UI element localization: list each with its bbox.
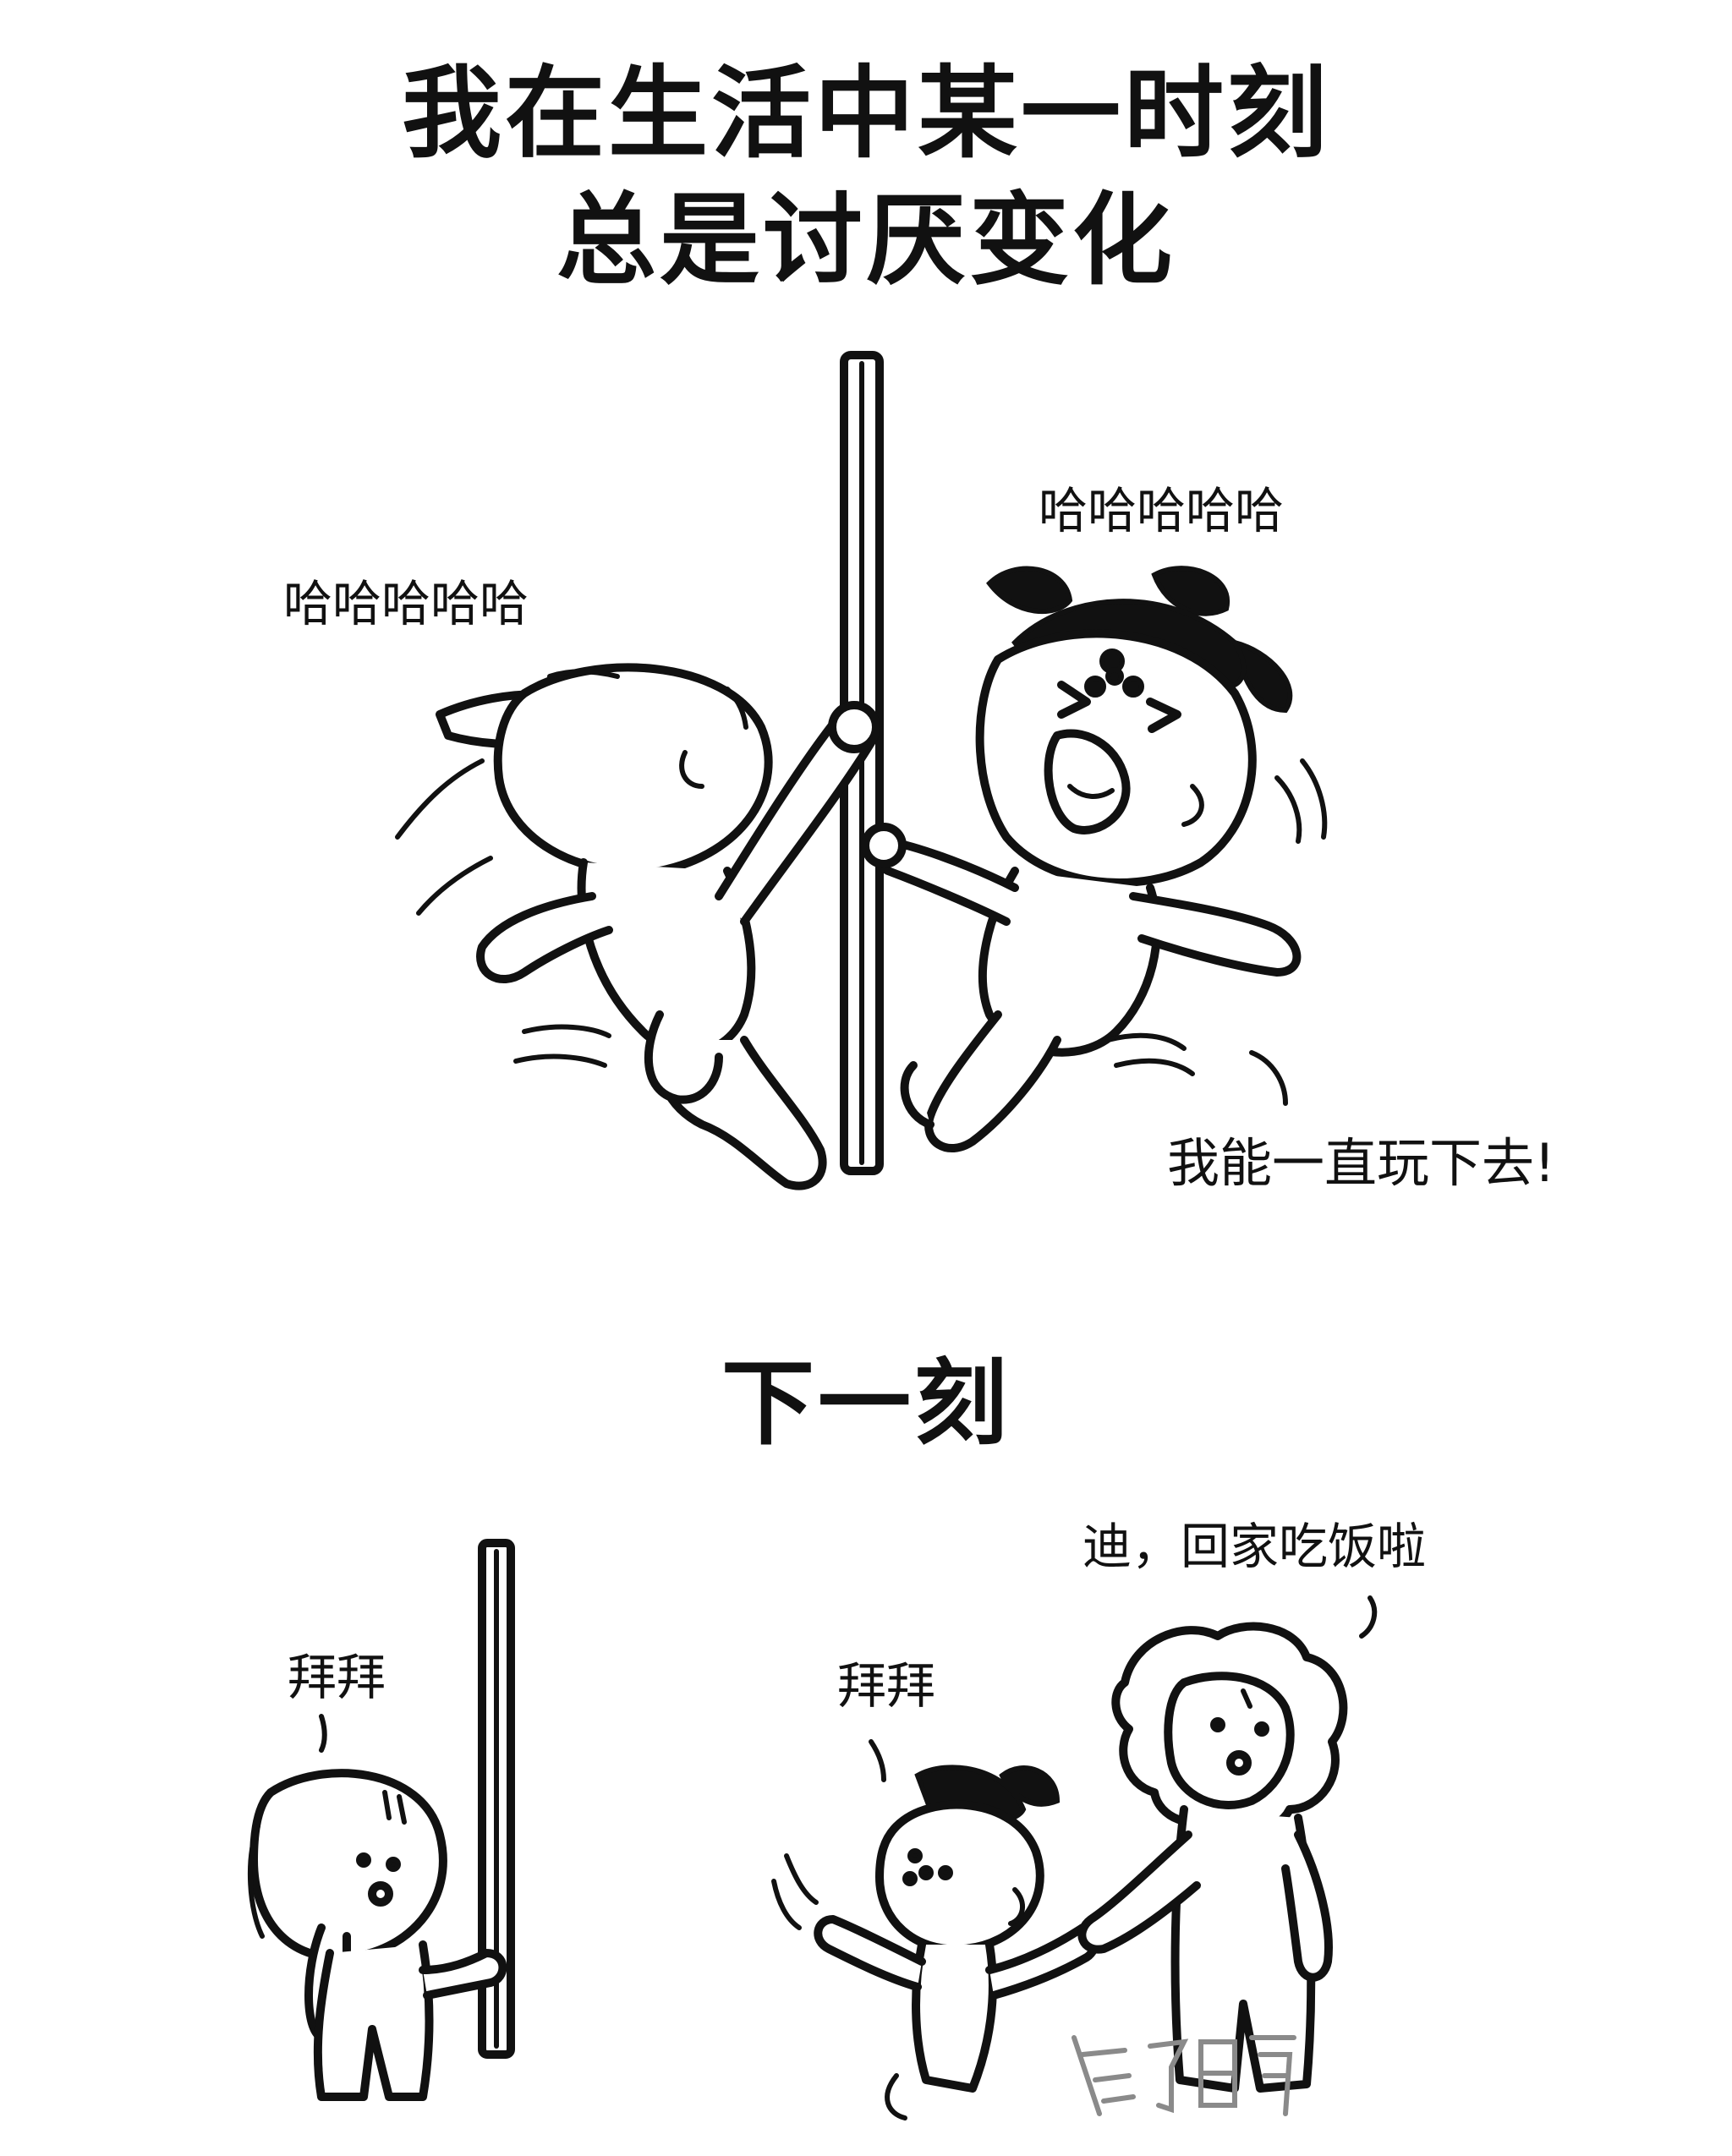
next-moment-heading: 下一刻 [721,1349,1011,1458]
play-forever-caption: 我能一直玩下去! [1167,1132,1555,1194]
motion-lines [395,758,1328,1106]
sad-bunny-child-drawing [247,1714,507,2101]
right-laugh-bubble: 哈哈哈哈哈 [1039,482,1285,539]
waving-girl-drawing [771,1739,1100,2120]
left-laugh-bubble: 哈哈哈哈哈 [283,575,529,632]
parent-call-bubble: 迪，回家吃饭啦 [1082,1518,1427,1575]
middle-bye-bubble: 拜拜 [837,1657,936,1715]
watermark-signature [1072,2035,1296,2116]
bunny-child-drawing [436,663,880,1190]
title-line-2: 总是讨厌变化 [556,182,1176,298]
girl-child-drawing [861,566,1302,1153]
parent-drawing [1077,1595,1378,2093]
left-bye-bubble: 拜拜 [288,1649,386,1706]
title-line-1: 我在生活中某一时刻 [401,55,1330,172]
